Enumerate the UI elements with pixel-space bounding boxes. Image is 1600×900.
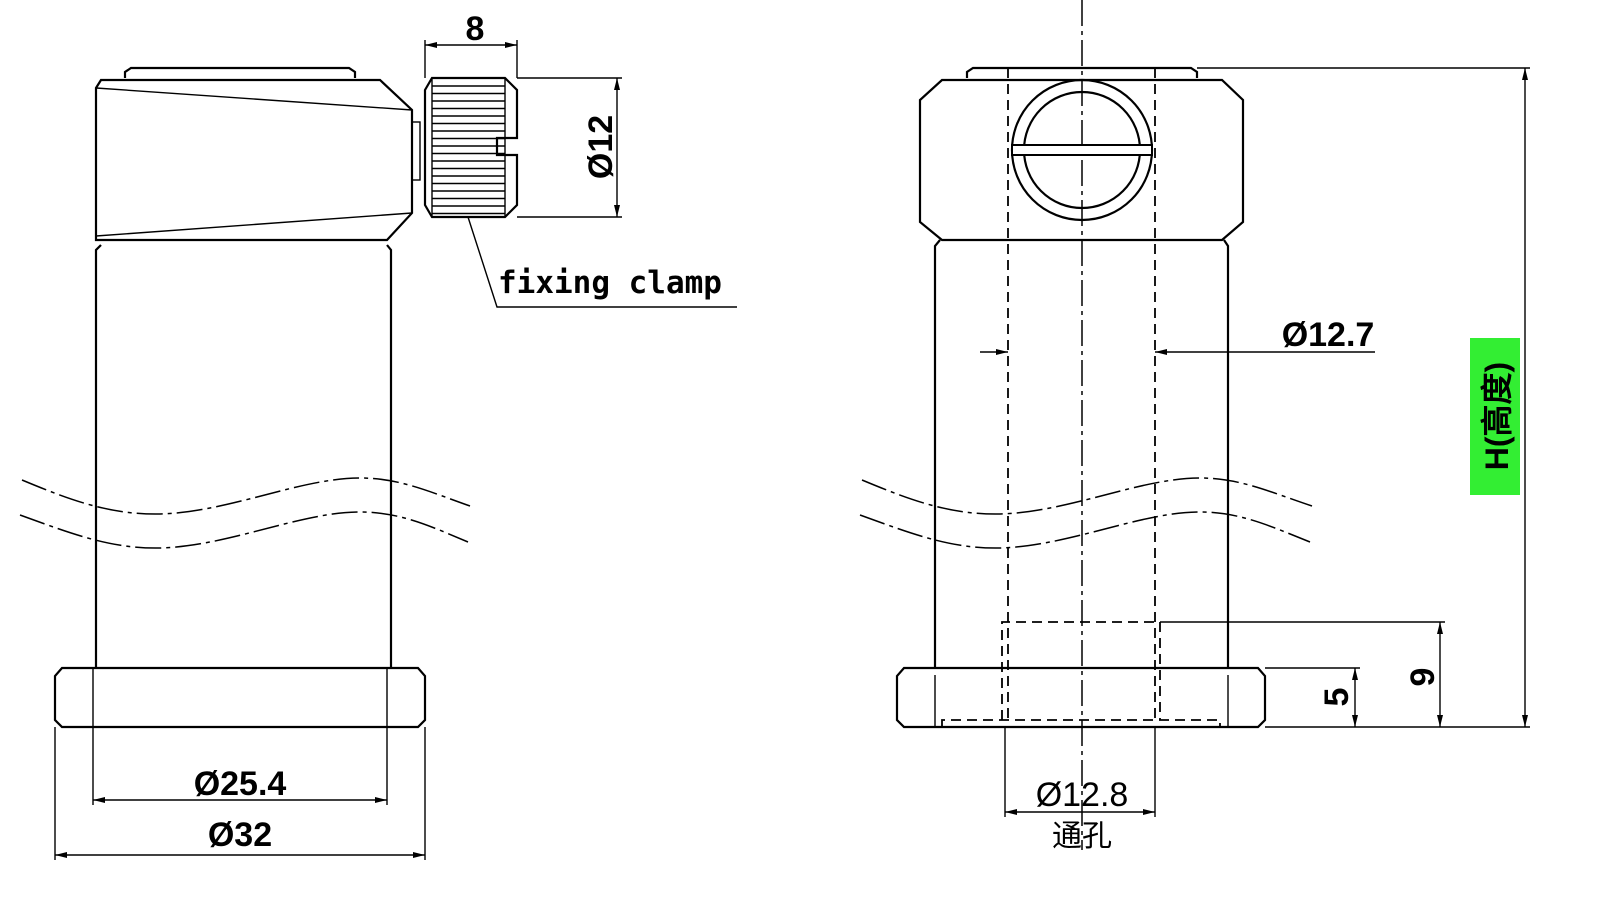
- head-taper-bottom: [95, 212, 413, 237]
- clamp-diameter-label: Ø12: [582, 115, 620, 179]
- top-cap: [965, 66, 1199, 78]
- base-height-label: 5: [1318, 688, 1356, 707]
- left-view: 8 Ø12 fixing clamp Ø25.4 Ø32: [19, 10, 737, 860]
- head: [918, 78, 1245, 242]
- height-label: H(高度): [1479, 362, 1515, 470]
- base-diameter-label: Ø32: [208, 816, 272, 854]
- through-hole-label: Ø12.8: [1036, 776, 1129, 814]
- fixing-clamp: [423, 76, 519, 219]
- body: [933, 239, 1230, 668]
- counterbore: [1001, 621, 1161, 720]
- width-label: 8: [466, 10, 485, 48]
- counterbore-height-label: 9: [1404, 668, 1442, 687]
- callout-leader: [467, 216, 737, 308]
- top-cap: [123, 66, 357, 78]
- through-hole-note: 通孔: [1052, 820, 1112, 853]
- body-diameter-label: Ø25.4: [194, 765, 287, 803]
- right-view: Ø12.7 Ø12.8 通孔 5 9 H(高度): [859, 0, 1530, 853]
- head-taper-top: [95, 87, 413, 111]
- screw: [1010, 78, 1154, 222]
- break-line-bottom: [19, 511, 469, 549]
- fixing-clamp-label: fixing clamp: [498, 265, 722, 301]
- body: [94, 244, 393, 668]
- break-line-top: [21, 477, 471, 515]
- bore-diameter-label: Ø12.7: [1282, 316, 1375, 354]
- base: [53, 666, 427, 729]
- height-highlight: [1470, 338, 1520, 495]
- connector: [411, 121, 421, 181]
- base: [895, 666, 1267, 729]
